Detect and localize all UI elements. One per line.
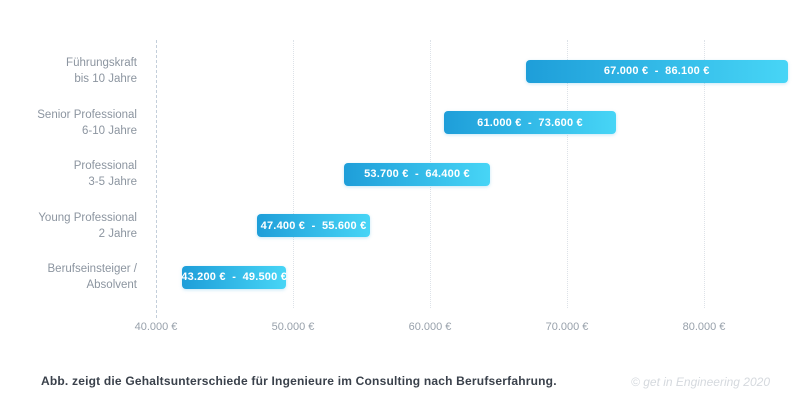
x-tick-label: 70.000 € bbox=[545, 321, 589, 333]
category-label-line: 3-5 Jahre bbox=[88, 176, 137, 188]
x-tick-label: 40.000 € bbox=[134, 321, 178, 333]
category-label: Führungskraft bis 10 Jahre bbox=[0, 55, 137, 87]
category-label-line: Führungskraft bbox=[66, 57, 137, 69]
vertical-gridline bbox=[567, 40, 568, 308]
salary-range-label: 47.400 € - 55.600 € bbox=[260, 219, 367, 232]
category-label-line: bis 10 Jahre bbox=[74, 73, 137, 85]
category-label-line: Young Professional bbox=[38, 211, 137, 224]
vertical-gridline bbox=[704, 40, 705, 308]
salary-range-bar: 43.200 € - 49.500 € bbox=[181, 265, 288, 289]
category-label-line: Absolvent bbox=[86, 279, 137, 291]
x-tick-label: 80.000 € bbox=[682, 321, 726, 333]
category-label: Young Professional 2 Jahre bbox=[0, 210, 137, 242]
plot-area: 40.000 € 50.000 € 60.000 € 70.000 € 80.000 €… bbox=[0, 40, 788, 333]
salary-range-bar: 67.000 € - 86.100 € bbox=[525, 59, 788, 83]
x-tick-label: 50.000 € bbox=[271, 321, 315, 333]
salary-range-bar: 47.400 € - 55.600 € bbox=[257, 214, 370, 237]
category-label: Senior Professional 6-10 Jahre bbox=[0, 107, 137, 139]
category-label-line: Professional bbox=[73, 160, 137, 172]
category-label-line: 6-10 Jahre bbox=[82, 124, 137, 137]
salary-range-label: 53.700 € - 64.400 € bbox=[364, 168, 470, 180]
category-label: Berufseinsteiger / Absolvent bbox=[0, 261, 138, 293]
salary-range-label: 67.000 € - 86.100 € bbox=[603, 65, 710, 77]
salary-range-label: 43.200 € - 49.500 € bbox=[181, 271, 288, 283]
salary-range-label: 61.000 € - 73.600 € bbox=[477, 116, 583, 129]
category-label-line: 2 Jahre bbox=[98, 227, 137, 240]
category-label-line: Berufseinsteiger / bbox=[47, 263, 138, 275]
y-axis-line bbox=[156, 40, 157, 318]
figure-caption: Abb. zeigt die Gehaltsunterschiede für I… bbox=[41, 374, 557, 388]
copyright-note: © get in Engineering 2020 bbox=[631, 375, 770, 389]
salary-range-bar: 53.700 € - 64.400 € bbox=[343, 162, 491, 186]
x-tick-label: 60.000 € bbox=[408, 321, 452, 333]
category-label: Professional 3-5 Jahre bbox=[0, 158, 137, 190]
category-label-line: Senior Professional bbox=[37, 108, 137, 121]
salary-range-bar: 61.000 € - 73.600 € bbox=[443, 111, 617, 134]
vertical-gridline bbox=[293, 40, 294, 308]
